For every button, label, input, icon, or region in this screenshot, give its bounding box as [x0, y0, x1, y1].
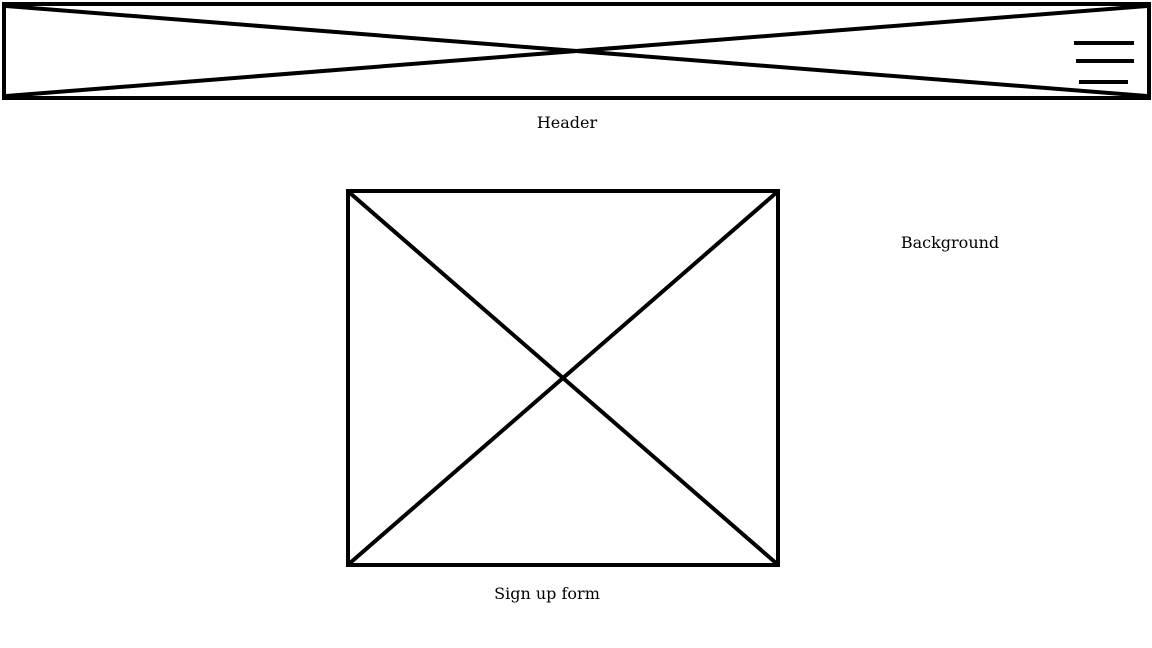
- header-frame: [2, 2, 1151, 100]
- header-placeholder: [2, 2, 1151, 100]
- signup-form-label: Sign up form: [494, 584, 600, 603]
- hamburger-menu-icon[interactable]: [1074, 41, 1134, 84]
- signup-form-frame: [346, 189, 780, 567]
- header-label: Header: [536, 113, 598, 132]
- background-label: Background: [900, 233, 1000, 252]
- signup-form-placeholder: [346, 189, 780, 567]
- signup-form-cross-line-b: [348, 191, 778, 565]
- header-cross-line-b: [5, 4, 1148, 98]
